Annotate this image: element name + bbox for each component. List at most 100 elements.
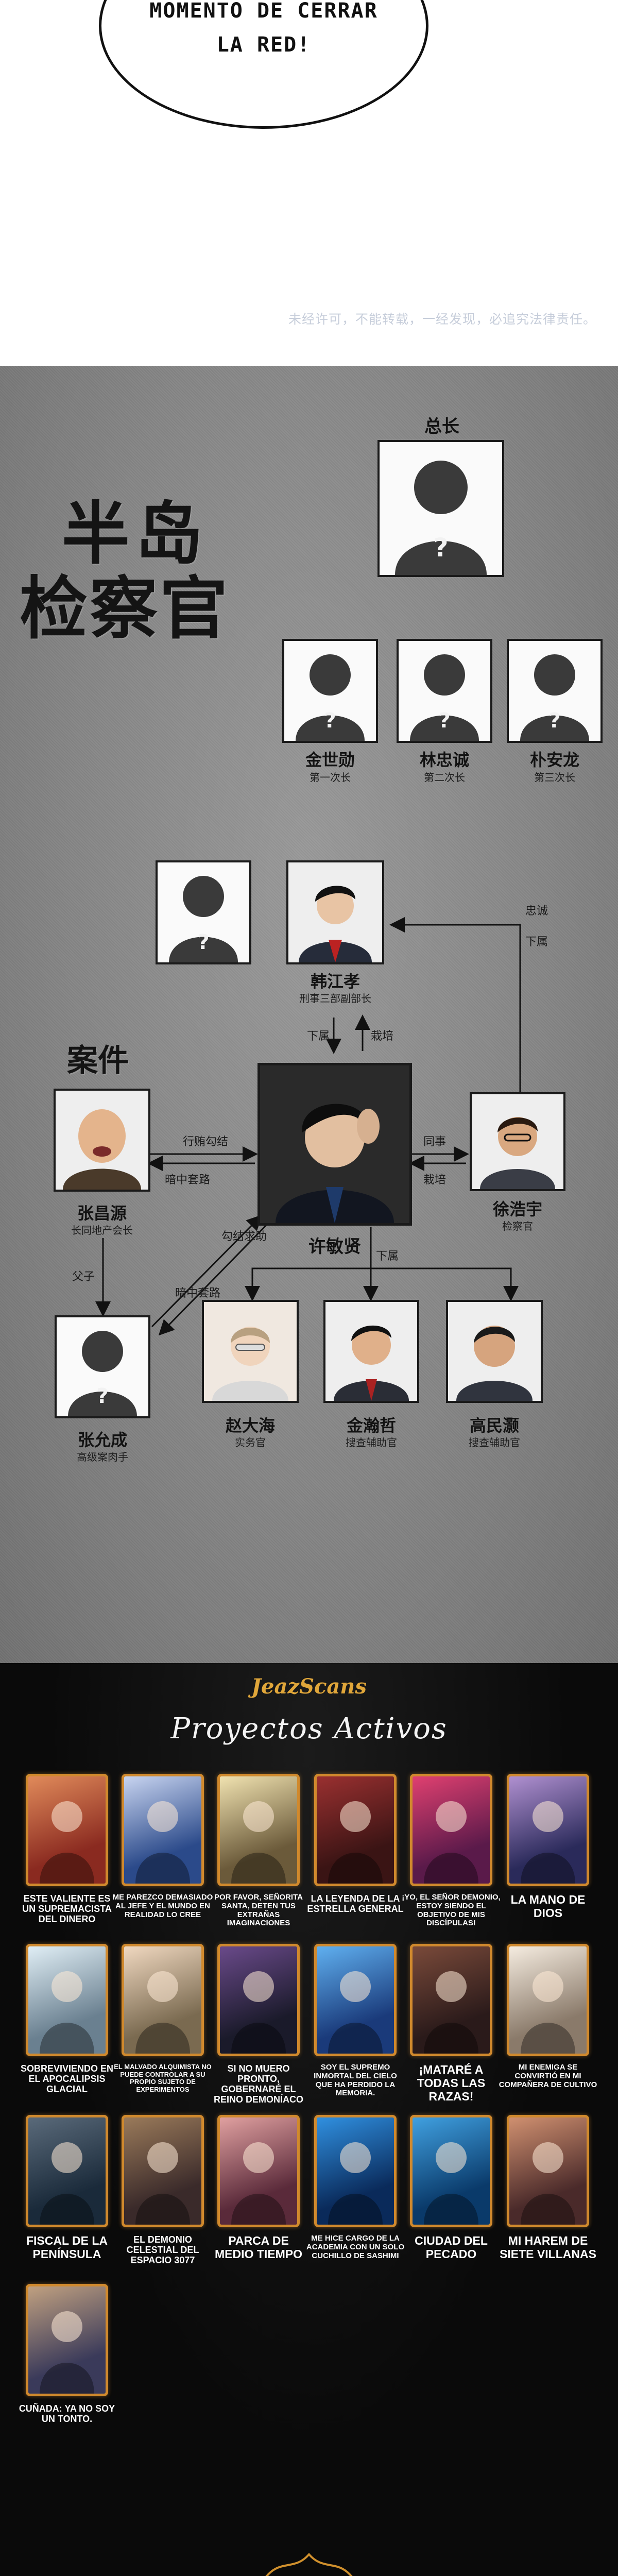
svg-text:?: ? [197, 930, 209, 954]
officer-portrait-icon [448, 1302, 541, 1401]
case-label: 案件 [67, 1043, 129, 1079]
silhouette-icon: ? [296, 654, 365, 741]
cover-art-icon [424, 1971, 478, 2054]
cover-art-icon [521, 1971, 575, 2054]
project-card[interactable] [507, 2115, 589, 2227]
silhouette-icon: ? [68, 1331, 137, 1416]
cover-art-icon [231, 1971, 286, 2054]
deputy-2-role: 第二次长 [424, 771, 465, 784]
project-title: EL DEMONIO CELESTIAL DEL ESPACIO 3077 [126, 2234, 199, 2266]
project-title: SOY EL SUPREMO INMORTAL DEL CIELO QUE HA… [314, 2063, 397, 2098]
paper-texture [0, 366, 618, 1663]
project-card[interactable] [314, 2115, 397, 2227]
project-title: ¡YO, EL SEÑOR DEMONIO, ESTOY SIENDO EL O… [402, 1893, 501, 1928]
rel-loyal: 忠诚 [525, 905, 548, 918]
cover-art-icon [135, 1801, 190, 1884]
rel-subordinate-bottom: 下属 [376, 1250, 399, 1263]
project-card[interactable] [410, 2115, 492, 2227]
project-title: ME PAREZCO DEMASIADO AL JEFE Y EL MUNDO … [112, 1893, 213, 1919]
project-card[interactable] [410, 1774, 492, 1886]
officer-portrait-icon [325, 1302, 417, 1401]
deputy-2-portrait: ? [397, 639, 492, 743]
relationship-arrows [95, 917, 521, 1336]
project-card[interactable] [122, 1944, 204, 2056]
cover-art-icon [40, 2311, 94, 2394]
protagonist-portrait-icon [260, 1065, 409, 1223]
project-card[interactable] [314, 1774, 397, 1886]
chart-title-line-1: 半岛 [62, 494, 208, 574]
zhang-name: 张昌源 [77, 1204, 127, 1223]
project-card[interactable] [122, 1774, 204, 1886]
han-role: 刑事三部副部长 [299, 992, 371, 1005]
deputy-3-role: 第三次长 [534, 771, 575, 784]
cover-art-icon [40, 1801, 94, 1884]
speech-bubble-text: MOMENTO DE CERRAR LA RED! [99, 0, 428, 62]
project-card[interactable] [26, 1774, 108, 1886]
zhang-role: 长同地产会长 [71, 1224, 133, 1236]
project-card[interactable] [410, 1944, 492, 2056]
project-title: ME HICE CARGO DE LA ACADEMIA CON UN SOLO… [306, 2234, 405, 2260]
project-title: SI NO MUERO PRONTO, GOBERNARÉ EL REINO D… [213, 2063, 303, 2105]
silhouette-icon: ? [520, 654, 589, 741]
hu-name: 许敏贤 [308, 1236, 361, 1257]
project-card[interactable] [122, 2115, 204, 2227]
rel-collude: 行贿勾结 [183, 1136, 229, 1148]
cover-art-icon [328, 1801, 383, 1884]
project-title: LA MANO DE DIOS [510, 1893, 586, 1920]
project-card[interactable] [314, 1944, 397, 2056]
chief-label: 总长 [424, 416, 459, 437]
deputy-1-role: 第一次长 [310, 771, 351, 784]
cover-art-icon [40, 2142, 94, 2225]
silhouette-icon: ? [169, 876, 238, 962]
project-card[interactable] [217, 1774, 300, 1886]
rel-secret-1: 暗中套路 [165, 1174, 211, 1187]
logo-ornament-icon [265, 2552, 353, 2576]
project-title: CUÑADA: YA NO SOY UN TONTO. [19, 2403, 115, 2425]
active-projects-panel: JeazScans Proyectos Activos ESTE VALIENT… [0, 1663, 618, 2576]
cover-art-icon [40, 1971, 94, 2054]
project-title: SOBREVIVIENDO EN EL APOCALIPSIS GLACIAL [20, 2063, 114, 2095]
project-title: LA LEYENDA DE LA ESTRELLA GENERAL [307, 1893, 404, 1914]
deputy-2-name: 林忠诚 [419, 750, 469, 770]
svg-text:?: ? [324, 709, 336, 733]
project-title: FISCAL DE LA PENÍNSULA [26, 2234, 108, 2261]
cover-art-icon [328, 2142, 383, 2225]
cover-art-icon [231, 1801, 286, 1884]
xu-name: 徐浩宇 [492, 1199, 542, 1219]
sub-2-name: 金瀚哲 [346, 1416, 396, 1435]
speech-line-1: MOMENTO DE CERRAR [149, 0, 378, 23]
project-card[interactable] [26, 1944, 108, 2056]
hu-portrait [258, 1063, 412, 1226]
zhang-son-name: 张允成 [77, 1430, 127, 1450]
project-card[interactable] [217, 2115, 300, 2227]
svg-text:?: ? [438, 709, 450, 733]
project-card[interactable] [217, 1944, 300, 2056]
rel-collude-help: 勾结求助 [221, 1230, 267, 1243]
cover-art-icon [521, 1801, 575, 1884]
project-card[interactable] [507, 1774, 589, 1886]
deputy-3-portrait: ? [507, 639, 603, 743]
project-card[interactable] [26, 2115, 108, 2227]
xu-portrait [470, 1092, 565, 1191]
project-title: POR FAVOR, SEÑORITA SANTA, DETEN TUS EXT… [214, 1893, 303, 1928]
sub-2-portrait [323, 1300, 419, 1403]
zhang-portrait [54, 1089, 150, 1192]
project-title: MI HAREM DE SIETE VILLANAS [500, 2234, 596, 2261]
sub-3-name: 高民灏 [469, 1416, 519, 1435]
prosecutor-portrait-icon [472, 1094, 563, 1189]
cover-art-icon [231, 2142, 286, 2225]
project-title: EL MALVADO ALQUIMISTA NO PUEDE CONTROLAR… [114, 2063, 212, 2093]
project-card[interactable] [26, 2284, 108, 2396]
rel-subordinate-right: 下属 [525, 936, 548, 948]
rel-father-son: 父子 [72, 1270, 95, 1283]
project-card[interactable] [507, 1944, 589, 2056]
svg-text:?: ? [433, 533, 448, 563]
man-in-suit-portrait-icon [288, 862, 382, 962]
zhang-son-role: 高级案肉手 [77, 1451, 128, 1463]
zhang-son-portrait: ? [55, 1315, 150, 1418]
projects-title: Proyectos Activos [170, 1712, 448, 1745]
svg-text:?: ? [548, 709, 560, 733]
rel-subordinate-left: 下属 [307, 1030, 330, 1043]
cover-art-icon [424, 2142, 478, 2225]
project-title: MI ENEMIGA SE CONVIRTIÓ EN MI COMPAÑERA … [499, 2063, 597, 2089]
